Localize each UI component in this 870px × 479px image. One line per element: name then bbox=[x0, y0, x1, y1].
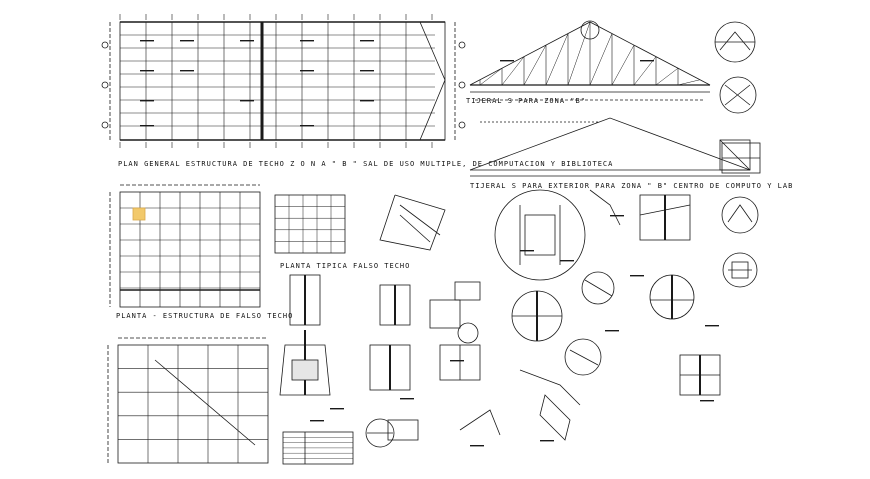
connection-details-right bbox=[519, 189, 721, 441]
highlighted-cell bbox=[132, 207, 146, 221]
center-details bbox=[279, 194, 501, 441]
annotation-notes bbox=[140, 40, 719, 447]
title-truss-exterior: TIJERAL S PARA EXTERIOR PARA ZONA " B" C… bbox=[470, 182, 794, 190]
typical-false-ceiling-plan bbox=[274, 194, 346, 254]
detail-circles-right bbox=[365, 21, 761, 448]
false-ceiling-structure-plan bbox=[109, 184, 261, 308]
roof-structure-plan bbox=[101, 14, 466, 148]
schedule-table bbox=[282, 431, 354, 465]
title-truss-zone-b: TIJERAL S PARA ZONA "B" bbox=[466, 97, 586, 105]
truss-elevation-exterior bbox=[469, 117, 751, 177]
title-roof-plan: PLAN GENERAL ESTRUCTURA DE TECHO Z O N A… bbox=[118, 160, 614, 168]
title-false-ceiling-plan: PLANTA - ESTRUCTURA DE FALSO TECHO bbox=[116, 312, 294, 320]
title-typical-false-ceiling: PLANTA TIPICA FALSO TECHO bbox=[280, 262, 411, 270]
lower-ceiling-plan bbox=[107, 337, 269, 464]
